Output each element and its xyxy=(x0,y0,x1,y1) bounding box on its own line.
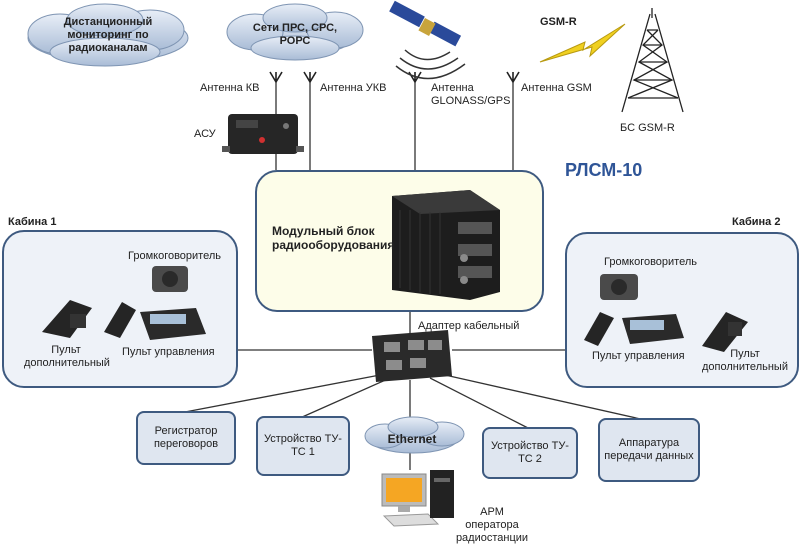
module-block-label: Модульный блок радиооборудования xyxy=(272,224,395,252)
cabin2-control-console-label: Пульт управления xyxy=(592,350,685,362)
cabin1-speaker-label: Громкоговоритель xyxy=(128,250,221,262)
asu-label: АСУ xyxy=(194,128,216,140)
cabin2-devices-front xyxy=(584,274,748,352)
tu-tc2-box: Устройство ТУ-ТС 2 xyxy=(482,427,578,479)
asu-device-icon xyxy=(222,114,304,154)
antenna-ukv-label: Антенна УКВ xyxy=(320,82,387,94)
cabin1-extra-console-label: Пульт дополнительный xyxy=(24,344,110,369)
gsm-link-label: GSM-R xyxy=(540,16,577,28)
cloud-networks xyxy=(226,3,364,61)
operator-ws-label: АРМ оператора радиостанции xyxy=(455,506,529,544)
cable-adapter-icon xyxy=(372,330,452,382)
tu-tc1-box: Устройство ТУ-ТС 1 xyxy=(256,416,350,476)
data-equipment-box: Аппаратура передачи данных xyxy=(598,418,700,482)
cabin2-speaker-label: Громкоговоритель xyxy=(604,256,697,268)
cabin2-extra-console-label: Пульт дополнительный xyxy=(702,348,788,373)
cabin2-title: Кабина 2 xyxy=(732,216,781,228)
cabin1-devices-front xyxy=(42,266,206,340)
system-title: РЛСМ-10 xyxy=(565,160,643,180)
module-block-icon-front xyxy=(392,190,500,300)
base-station-label: БС GSM-R xyxy=(620,122,675,134)
cloud-remote-monitoring-label: Дистанционный мониторинг по радиоканалам xyxy=(63,16,153,54)
antenna-kv-label: Антенна КВ xyxy=(200,82,260,94)
lightning-icon xyxy=(539,23,626,63)
ethernet-label: Ethernet xyxy=(387,432,437,446)
antenna-gsm-label: Антенна GSM xyxy=(521,82,592,94)
antenna-glonass-label: Антенна GLONASS/GPS xyxy=(431,82,511,107)
connection-lines xyxy=(184,80,646,470)
gsm-tower-icon xyxy=(621,8,684,113)
cabin2-panel xyxy=(565,232,799,388)
cable-adapter-label: Адаптер кабельный xyxy=(418,320,520,332)
recorder-box: Регистратор переговоров xyxy=(136,411,236,465)
cabin1-title: Кабина 1 xyxy=(8,216,57,228)
cloud-remote-monitoring xyxy=(27,3,189,67)
cloud-networks-label: Сети ПРС, СРС, РОРС xyxy=(252,22,338,47)
operator-pc-icon xyxy=(381,470,454,527)
cloud-ethernet xyxy=(364,416,465,454)
cabin1-control-console-label: Пульт управления xyxy=(122,346,215,358)
satellite-icon xyxy=(389,0,466,80)
